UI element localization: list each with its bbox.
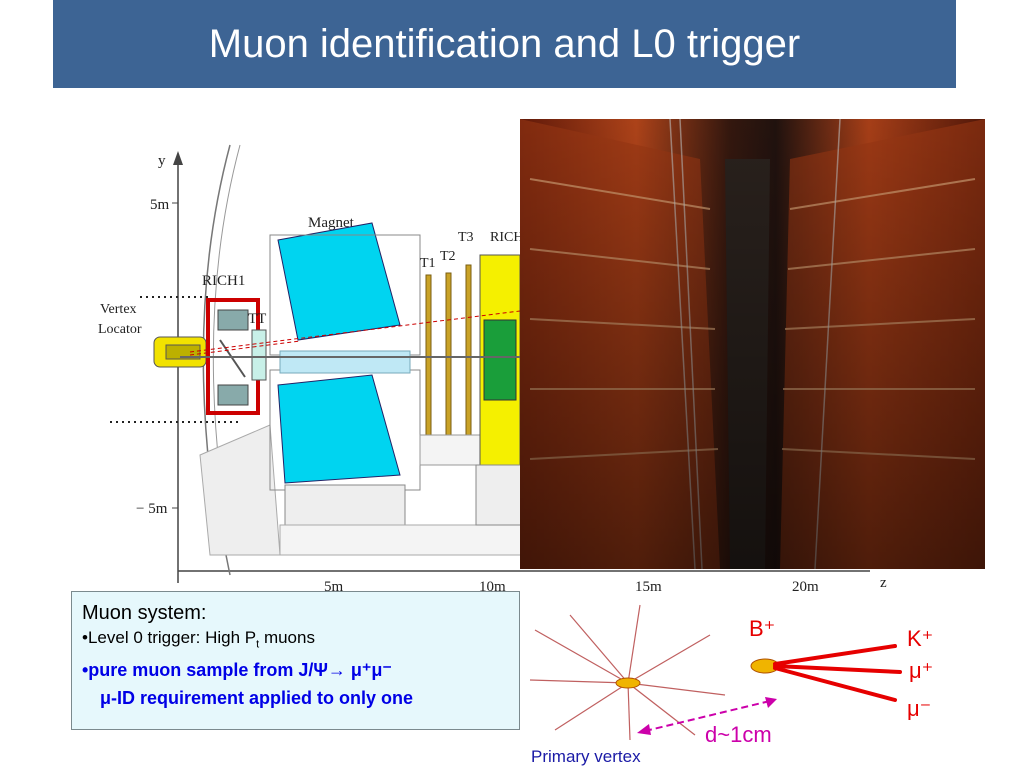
k-plus-label: K⁺ <box>907 626 933 651</box>
muon-system-box: Muon system: •Level 0 trigger: High Pt m… <box>71 591 520 730</box>
bullet-level0-trigger: •Level 0 trigger: High Pt muons <box>82 628 315 651</box>
daughter-tracks <box>773 644 902 702</box>
kaon-track <box>773 644 897 666</box>
tracking-station-t2 <box>445 272 452 446</box>
mu-plus-label: μ⁺ <box>909 658 933 683</box>
muon-chamber-photo <box>520 119 985 569</box>
tt-station <box>251 329 267 381</box>
title-bar: Muon identification and L0 trigger <box>53 0 956 88</box>
tracking-station-t1 <box>425 274 432 446</box>
hatched-shield <box>199 424 281 556</box>
rich1-label: RICH1 <box>202 273 245 289</box>
tracking-station-t3 <box>465 264 472 446</box>
z-tick-20m: 20m <box>792 579 819 595</box>
b-plus-label: B⁺ <box>749 616 775 641</box>
primary-vertex-label: Primary vertex <box>531 747 641 766</box>
vertex-label: Vertex <box>100 302 137 317</box>
mu-plus-track <box>773 664 902 674</box>
tt-label: TT <box>248 311 266 327</box>
rich2-label: RICH <box>490 230 523 245</box>
mu-minus-track <box>773 666 897 702</box>
t1-label: T1 <box>420 256 436 271</box>
mu-minus-label: μ⁻ <box>907 696 931 721</box>
t3-label: T3 <box>458 230 474 245</box>
bullet-mu-id-requirement: μ-ID requirement applied to only one <box>100 688 414 709</box>
decay-diagram: B⁺ K⁺ μ⁺ μ⁻ d~1cm Primary vertex <box>529 604 933 766</box>
magnet-lower <box>277 374 401 484</box>
rich1-detector <box>206 298 260 415</box>
t2-label: T2 <box>440 249 456 264</box>
y-tick-minus5m: − 5m <box>136 501 168 517</box>
primary-vertex-tracks <box>529 604 726 741</box>
slide-title: Muon identification and L0 trigger <box>208 22 801 66</box>
locator-label: Locator <box>98 322 142 337</box>
bullet-pure-muon-sample: •pure muon sample from J/Ψ→ μ⁺μ⁻ <box>82 660 392 681</box>
primary-vertex <box>615 677 641 689</box>
y-axis-label: y <box>158 153 166 169</box>
muon-system-heading: Muon system: <box>82 602 207 624</box>
y-tick-5m: 5m <box>150 197 170 213</box>
acceptance-line-lower <box>189 340 301 356</box>
flight-distance-label: d~1cm <box>705 722 772 747</box>
detector-schematic: y z 5m − 5m 5m 10m 15m 20m Vertex Locato… <box>98 144 887 595</box>
y-axis-arrow <box>173 151 183 165</box>
magnet-upper <box>277 222 401 341</box>
cavern-outline <box>202 144 231 576</box>
magnet-label: Magnet <box>308 215 355 231</box>
z-axis-label: z <box>880 575 887 591</box>
z-tick-15m: 15m <box>635 579 662 595</box>
